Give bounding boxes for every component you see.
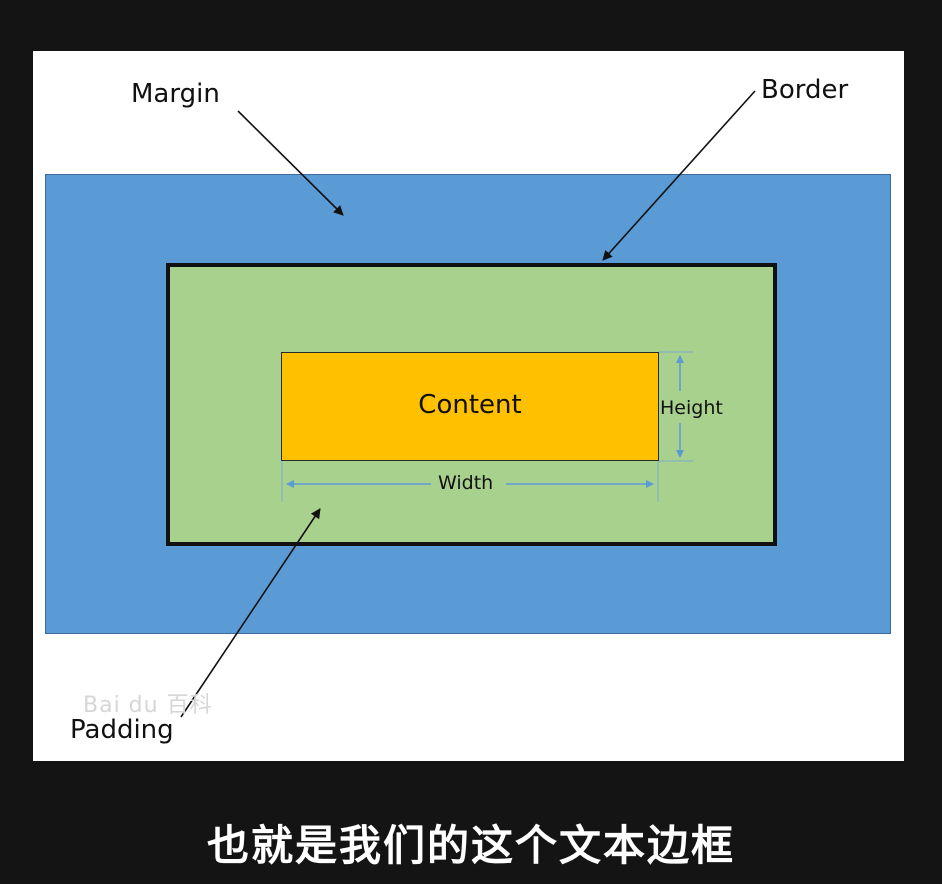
height-label: Height <box>660 397 723 419</box>
diagram-slide: Bai du 百科 Margin Border Padding Content … <box>33 51 904 761</box>
border-pointer-arrow <box>602 90 756 261</box>
padding-pointer-arrow <box>180 508 321 718</box>
border-label: Border <box>761 75 849 105</box>
video-subtitle: 也就是我们的这个文本边框 <box>206 821 735 870</box>
width-label: Width <box>438 472 494 494</box>
padding-label: Padding <box>70 715 174 745</box>
content-label: Content <box>418 390 522 420</box>
baidu-watermark: Bai du 百科 <box>83 693 213 718</box>
arrows-layer <box>180 90 756 718</box>
content-area <box>281 352 659 461</box>
margin-label: Margin <box>131 79 220 109</box>
margin-pointer-arrow <box>237 110 344 216</box>
